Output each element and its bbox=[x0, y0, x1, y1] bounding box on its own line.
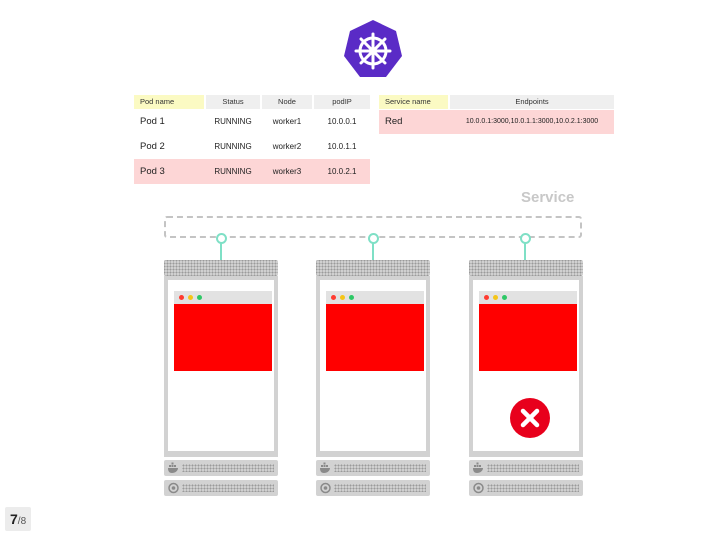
power-icon bbox=[473, 482, 484, 494]
window-close-dot bbox=[484, 295, 489, 300]
window-close-dot bbox=[179, 295, 184, 300]
service-header-name: Service name bbox=[379, 95, 448, 109]
server-power-bar bbox=[316, 480, 430, 496]
worker-node-2 bbox=[316, 260, 430, 498]
service-header-endpoints: Endpoints bbox=[450, 95, 614, 109]
pod-node: worker3 bbox=[272, 167, 302, 176]
pod-name: Pod 2 bbox=[140, 141, 165, 152]
window-minimize-dot bbox=[188, 295, 193, 300]
app-content-red bbox=[479, 304, 577, 371]
pod-status: RUNNING bbox=[214, 167, 252, 176]
slide-current: 7 bbox=[10, 511, 18, 527]
pods-row-3: Pod 3 RUNNING worker3 10.0.2.1 bbox=[134, 159, 370, 184]
pod-status: RUNNING bbox=[214, 142, 252, 151]
server-docker-bar bbox=[316, 460, 430, 476]
pods-table: Pod name Status Node podIP Pod 1 RUNNING… bbox=[134, 95, 370, 184]
server-screen bbox=[473, 280, 579, 451]
pods-row-1: Pod 1 RUNNING worker1 10.0.0.1 bbox=[134, 110, 370, 134]
app-content-red bbox=[326, 304, 424, 371]
connector-dot-3 bbox=[520, 233, 531, 244]
server-grill bbox=[487, 464, 579, 472]
pods-header-status: Status bbox=[206, 95, 260, 109]
service-endpoints: 10.0.0.1:3000,10.0.1.1:3000,10.0.2.1:300… bbox=[465, 118, 599, 125]
server-screen bbox=[168, 280, 274, 451]
worker-node-1 bbox=[164, 260, 278, 498]
server-vent bbox=[469, 260, 583, 276]
pod-name: Pod 1 bbox=[140, 116, 165, 127]
server-body bbox=[469, 276, 583, 457]
pod-node: worker2 bbox=[272, 142, 302, 151]
window-maximize-dot bbox=[197, 295, 202, 300]
connector-dot-2 bbox=[368, 233, 379, 244]
app-titlebar bbox=[174, 291, 272, 304]
slide-counter: 7/8 bbox=[5, 507, 32, 531]
app-titlebar bbox=[479, 291, 577, 304]
x-circle-icon bbox=[510, 398, 550, 438]
server-grill bbox=[182, 464, 274, 472]
docker-icon bbox=[168, 462, 178, 473]
service-table: Service name Endpoints Red 10.0.0.1:3000… bbox=[379, 95, 614, 134]
power-icon bbox=[320, 482, 331, 494]
docker-icon bbox=[473, 462, 483, 473]
server-vent bbox=[316, 260, 430, 276]
pod-ip: 10.0.2.1 bbox=[327, 167, 357, 176]
app-window bbox=[174, 291, 272, 371]
window-minimize-dot bbox=[340, 295, 345, 300]
pod-ip: 10.0.1.1 bbox=[327, 142, 357, 151]
service-name: Red bbox=[385, 116, 403, 127]
pods-row-2: Pod 2 RUNNING worker2 10.0.1.1 bbox=[134, 135, 370, 159]
server-vent bbox=[164, 260, 278, 276]
pod-status: RUNNING bbox=[214, 117, 252, 126]
docker-icon bbox=[320, 462, 330, 473]
service-label: Service bbox=[521, 189, 575, 206]
server-body bbox=[316, 276, 430, 457]
server-power-bar bbox=[469, 480, 583, 496]
app-content-red bbox=[174, 304, 272, 371]
window-minimize-dot bbox=[493, 295, 498, 300]
power-icon bbox=[168, 482, 179, 494]
pods-header-node: Node bbox=[262, 95, 312, 109]
server-grill bbox=[334, 484, 426, 492]
worker-node-3 bbox=[469, 260, 583, 498]
app-titlebar bbox=[326, 291, 424, 304]
app-window bbox=[326, 291, 424, 371]
server-grill bbox=[334, 464, 426, 472]
service-row-red: Red 10.0.0.1:3000,10.0.1.1:3000,10.0.2.1… bbox=[379, 110, 614, 134]
server-body bbox=[164, 276, 278, 457]
server-grill bbox=[182, 484, 274, 492]
kubernetes-logo-icon bbox=[344, 20, 402, 77]
pod-node: worker1 bbox=[272, 117, 302, 126]
window-close-dot bbox=[331, 295, 336, 300]
server-docker-bar bbox=[469, 460, 583, 476]
window-maximize-dot bbox=[502, 295, 507, 300]
connector-dot-1 bbox=[216, 233, 227, 244]
server-docker-bar bbox=[164, 460, 278, 476]
pods-header-name: Pod name bbox=[134, 95, 204, 109]
pod-ip: 10.0.0.1 bbox=[327, 117, 357, 126]
server-screen bbox=[320, 280, 426, 451]
server-power-bar bbox=[164, 480, 278, 496]
window-maximize-dot bbox=[349, 295, 354, 300]
pods-header-podip: podIP bbox=[314, 95, 370, 109]
app-window bbox=[479, 291, 577, 371]
server-grill bbox=[487, 484, 579, 492]
slide-total: /8 bbox=[17, 516, 27, 527]
pod-name: Pod 3 bbox=[140, 166, 165, 177]
